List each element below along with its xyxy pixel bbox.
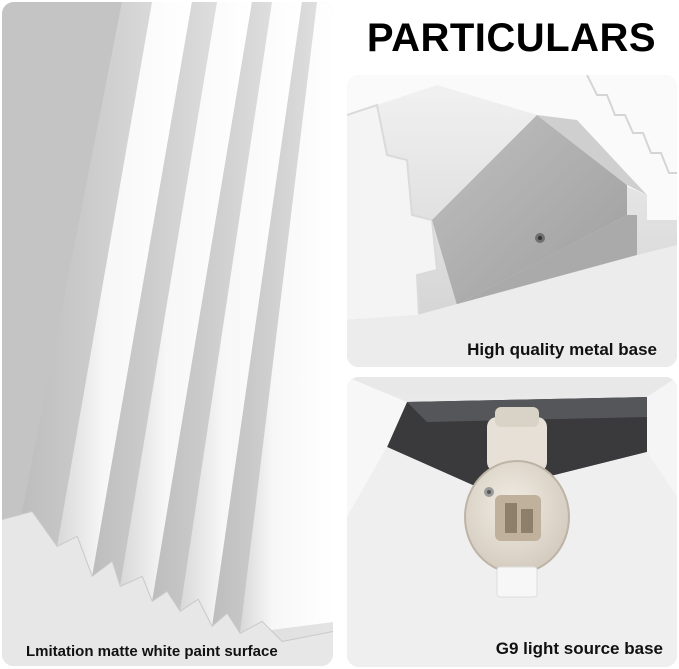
metal-base-caption: High quality metal base [467, 340, 657, 359]
light-source-base-caption: G9 light source base [495, 639, 663, 658]
metal-base-illustration [347, 75, 677, 367]
metal-base-photo: High quality metal base [347, 75, 677, 367]
g9-socket-illustration [347, 377, 677, 667]
light-source-base-photo: G9 light source base [347, 377, 677, 667]
surface-photo: Lmitation matte white paint surface [2, 2, 333, 666]
page-title: PARTICULARS [366, 16, 657, 60]
surface-caption: Lmitation matte white paint surface [26, 643, 278, 660]
corrugated-surface-illustration [2, 2, 333, 666]
